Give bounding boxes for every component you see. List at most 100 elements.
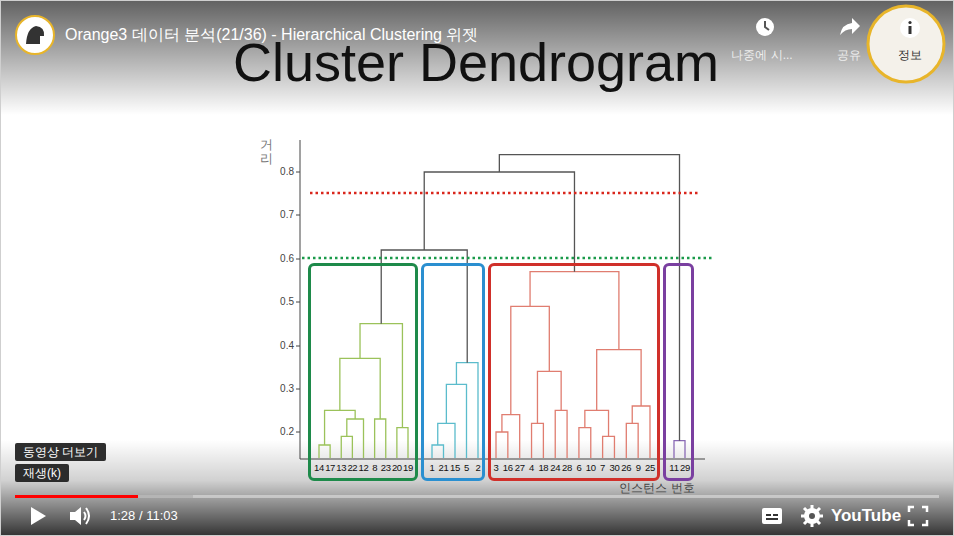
leaf-number: 24 bbox=[550, 463, 560, 473]
leaf-number: 25 bbox=[645, 463, 655, 473]
dendrogram-link bbox=[597, 350, 641, 411]
leaf-number: 27 bbox=[515, 463, 525, 473]
bottom-shade bbox=[0, 440, 954, 536]
tick-label: 0.5 bbox=[280, 296, 294, 308]
leaf-number: 2 bbox=[476, 463, 481, 473]
play-button bbox=[31, 507, 46, 525]
cut-line-green bbox=[302, 257, 712, 260]
leaf-number: 17 bbox=[325, 463, 335, 473]
leaf-number: 10 bbox=[586, 463, 596, 473]
leaf-number: 18 bbox=[538, 463, 548, 473]
dendrogram-link bbox=[532, 423, 544, 458]
dendrogram-link bbox=[360, 324, 402, 428]
fullscreen-icon bbox=[909, 507, 927, 525]
channel-avatar bbox=[16, 16, 54, 54]
leaf-number: 13 bbox=[336, 463, 346, 473]
leaf-number: 5 bbox=[464, 463, 469, 473]
tick-label: 0.7 bbox=[280, 209, 294, 221]
tick-label: 0.8 bbox=[280, 166, 294, 178]
tick-label: 0.3 bbox=[280, 383, 294, 395]
share-icon bbox=[840, 18, 860, 35]
avatar-figure bbox=[26, 26, 44, 44]
dendrogram-link bbox=[325, 410, 356, 445]
dendrogram-link bbox=[496, 432, 508, 458]
leaf-number: 19 bbox=[403, 463, 413, 473]
leaf-number: 26 bbox=[621, 463, 631, 473]
leaf-number: 11 bbox=[669, 463, 678, 473]
cluster-box: 1 2115 52 bbox=[421, 263, 485, 481]
leaf-number: 20 bbox=[392, 463, 402, 473]
subtitles-icon bbox=[762, 508, 782, 524]
dendrogram-link bbox=[446, 384, 466, 458]
leaf-number: 15 bbox=[450, 463, 460, 473]
dendrogram-link bbox=[603, 436, 615, 458]
leaf-number: 30 bbox=[609, 463, 619, 473]
channel-badge bbox=[868, 6, 944, 82]
dendrogram-link bbox=[347, 419, 364, 458]
dendrogram-link bbox=[432, 445, 444, 458]
dendrogram-link bbox=[585, 410, 609, 436]
progress-played bbox=[15, 495, 138, 498]
leaf-number: 7 bbox=[600, 463, 605, 473]
tooltip: 동영상 더보기 bbox=[15, 443, 106, 461]
dendrogram-link bbox=[340, 358, 380, 419]
dendrogram-link bbox=[626, 423, 638, 458]
dendrogram-link bbox=[397, 428, 408, 458]
leaf-number: 14 bbox=[314, 463, 324, 473]
watch-later-icon bbox=[756, 18, 774, 36]
leaf-number: 9 bbox=[636, 463, 641, 473]
dendrogram-link bbox=[632, 406, 650, 458]
axis-title: 인스턴스 번호 bbox=[619, 481, 694, 495]
leaf-number: 23 bbox=[381, 463, 391, 473]
settings-icon bbox=[801, 505, 823, 527]
dendrogram-link bbox=[530, 272, 619, 350]
axis-title: 거리 bbox=[260, 138, 273, 167]
tick-label: 0.2 bbox=[280, 426, 294, 438]
progress-track bbox=[15, 495, 939, 498]
dendrogram-link bbox=[555, 410, 567, 458]
dendrogram-link bbox=[456, 363, 478, 458]
dendrogram-link bbox=[502, 415, 520, 458]
leaf-number: 4 bbox=[529, 463, 534, 473]
cluster-box: 14171322128232019 bbox=[308, 263, 418, 481]
leaf-number: 6 bbox=[576, 463, 581, 473]
video-title: Orange3 데이터 분석(21/36) - Hierarchical Clu… bbox=[65, 25, 478, 44]
time-display: 1:28 / 11:03 bbox=[110, 508, 178, 524]
leaf-number: 22 bbox=[347, 463, 357, 473]
dendrogram-link bbox=[674, 441, 685, 458]
share-label: 공유 bbox=[837, 48, 861, 62]
info-icon bbox=[900, 18, 920, 38]
cluster-box: 1129 bbox=[663, 263, 694, 481]
leaf-number: 8 bbox=[372, 463, 377, 473]
tick-label: 0.4 bbox=[280, 340, 294, 352]
dendrogram-link bbox=[579, 428, 591, 458]
dendrogram-link bbox=[341, 436, 352, 458]
info-label: 정보 bbox=[898, 48, 922, 62]
youtube-logo: YouTube bbox=[831, 506, 901, 526]
tick-label: 0.6 bbox=[280, 253, 294, 265]
volume-icon bbox=[70, 507, 89, 525]
dendrogram bbox=[319, 155, 685, 458]
leaf-number: 21 bbox=[439, 463, 449, 473]
dendrogram-link bbox=[381, 250, 467, 363]
watch-later-label: 나중에 시... bbox=[731, 48, 792, 62]
progress-buffer bbox=[138, 495, 193, 498]
y-axis bbox=[300, 140, 301, 459]
dendrogram-link bbox=[438, 423, 455, 458]
cluster-box: 31627418242861073026925 bbox=[488, 263, 660, 481]
cut-line-red bbox=[310, 192, 700, 195]
leaf-number: 3 bbox=[494, 463, 499, 473]
dendrogram-link bbox=[511, 306, 549, 414]
y-ticks bbox=[296, 172, 300, 432]
x-axis bbox=[300, 459, 705, 460]
dendrogram-link bbox=[375, 419, 386, 458]
dendrogram-link bbox=[499, 155, 679, 441]
dendrogram-link bbox=[537, 371, 561, 423]
leaf-number: 28 bbox=[562, 463, 572, 473]
tooltip: 재생(k) bbox=[15, 464, 69, 482]
dendrogram-link bbox=[424, 172, 574, 272]
leaf-number: 1 bbox=[430, 463, 435, 473]
dendrogram-link bbox=[319, 445, 330, 458]
